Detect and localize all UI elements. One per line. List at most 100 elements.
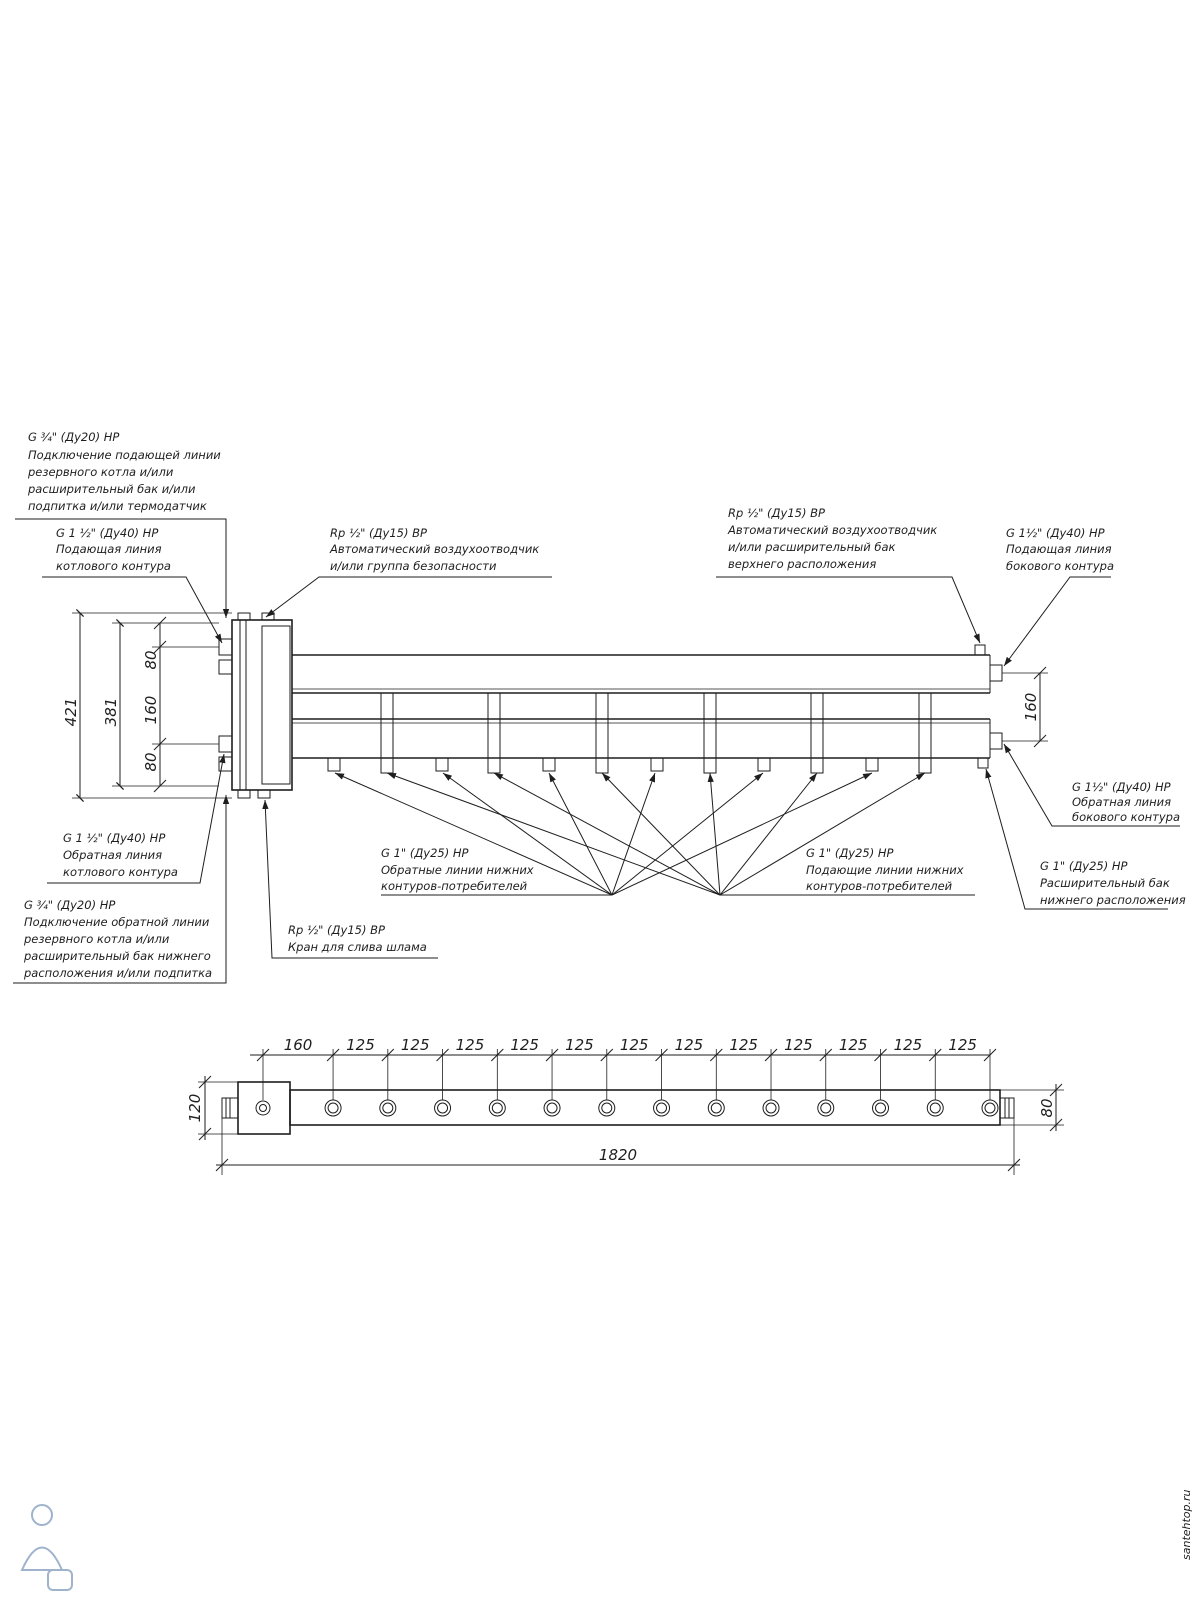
callout-line: и/или группа безопасности xyxy=(330,559,497,573)
dim-spacing-label: 125 xyxy=(565,1036,594,1054)
callout-side-return: G 1½" (Ду40) НР Обратная линия бокового … xyxy=(1072,780,1180,824)
callout-boiler-return: G 1 ½" (Ду40) НР Обратная линия котловог… xyxy=(63,831,178,879)
callout-line: нижнего расположения xyxy=(1040,893,1186,907)
dim-spacing-label: 125 xyxy=(948,1036,977,1054)
outlet-circle xyxy=(598,1099,616,1117)
dim-spacing-label: 125 xyxy=(620,1036,649,1054)
callout-line: Rp ½" (Ду15) ВР xyxy=(728,506,825,520)
dim-spacing-label: 125 xyxy=(456,1036,485,1054)
callout-line: Автоматический воздухоотводчик xyxy=(727,523,937,537)
outlet-circle xyxy=(926,1099,944,1117)
expansion-bottom-fitting xyxy=(977,757,989,769)
callout-line: расположения и/или подпитка xyxy=(23,966,212,980)
callout-line: бокового контура xyxy=(1006,559,1114,573)
outlet-circle xyxy=(762,1099,780,1117)
side-supply-nozzle xyxy=(989,664,1003,682)
dim-spacing-label: 125 xyxy=(729,1036,758,1054)
callout-line: Rp ½" (Ду15) ВР xyxy=(330,526,427,540)
callout-drain: Rp ½" (Ду15) ВР Кран для слива шлама xyxy=(288,923,427,954)
callout-consumer-returns: G 1" (Ду25) НР Обратные линии нижних кон… xyxy=(381,846,534,893)
dim-tick xyxy=(819,1048,833,1062)
callout-line: бокового контура xyxy=(1072,810,1180,824)
dim-spacing-label: 125 xyxy=(784,1036,813,1054)
callout-line: Автоматический воздухоотводчик xyxy=(329,542,539,556)
outlet-circle xyxy=(817,1099,835,1117)
callout-line: G 1" (Ду25) НР xyxy=(381,846,469,860)
dim-tick xyxy=(874,1048,887,1062)
callout-boiler-supply: G 1 ½" (Ду40) НР Подающая линия котловог… xyxy=(56,526,171,573)
callout-expansion-bottom: G 1" (Ду25) НР Расширительный бак нижнег… xyxy=(1040,859,1186,907)
dim-pipe-spacing: 160 xyxy=(142,696,160,725)
dim-tick xyxy=(326,1048,340,1062)
callout-line: Обратные линии нижних xyxy=(381,863,534,877)
outlet-circle xyxy=(872,1099,890,1117)
watermark-logo xyxy=(20,1504,73,1591)
callout-line: G 1½" (Ду40) НР xyxy=(1072,780,1171,794)
outlet-circle xyxy=(379,1099,397,1117)
callout-consumer-supplies: G 1" (Ду25) НР Подающие линии нижних кон… xyxy=(806,846,964,893)
callout-line: контуров-потребителей xyxy=(806,879,953,893)
front-view xyxy=(72,608,1048,803)
outlet-circle xyxy=(434,1099,452,1117)
callout-line: Расширительный бак xyxy=(1040,876,1170,890)
callout-line: и/или расширительный бак xyxy=(728,540,896,554)
callout-bottom-left-aux-return: G ¾" (Ду20) НР Подключение обратной лини… xyxy=(23,898,212,980)
dim-spacing-label: 125 xyxy=(894,1036,923,1054)
dim-overall-length: 1820 xyxy=(599,1146,637,1164)
callout-line: G ¾" (Ду20) НР xyxy=(28,430,119,444)
dim-inner-height: 381 xyxy=(102,698,120,727)
top-spacing-labels: 125 125 125 125 125 125 125 125 125 125 125 125 xyxy=(346,1036,977,1054)
callout-air-vent-right: Rp ½" (Ду15) ВР Автоматический воздухоот… xyxy=(727,506,937,571)
callout-line: расширительный бак нижнего xyxy=(23,949,211,963)
dim-spacing-label: 125 xyxy=(675,1036,704,1054)
callout-line: Кран для слива шлама xyxy=(288,940,427,954)
callout-line: Подающая линия xyxy=(56,542,162,556)
dim-tick xyxy=(600,1048,614,1062)
dim-left-width: 120 xyxy=(186,1094,204,1123)
callout-line: G 1" (Ду25) НР xyxy=(806,846,894,860)
dim-lower-offset: 80 xyxy=(142,752,160,771)
outlet-circle xyxy=(707,1099,725,1117)
callout-line: подпитка и/или термодатчик xyxy=(28,499,207,513)
leader-lines xyxy=(13,518,1180,984)
outlet-circle xyxy=(488,1099,506,1117)
callout-line: Подающие линии нижних xyxy=(806,863,964,877)
callout-line: G 1½" (Ду40) НР xyxy=(1006,526,1105,540)
outlet-circle xyxy=(543,1099,561,1117)
dim-first-spacing: 160 xyxy=(284,1036,313,1054)
outlet-circle xyxy=(981,1099,999,1117)
callout-line: Обратная линия xyxy=(1072,795,1171,809)
outlet-circle xyxy=(324,1099,342,1117)
top-separator-block xyxy=(237,1081,291,1135)
dim-right-pipe-spacing: 160 xyxy=(1022,693,1040,722)
callout-top-left-aux-supply: G ¾" (Ду20) НР Подключение подающей лини… xyxy=(27,430,221,513)
dim-spacing-label: 125 xyxy=(346,1036,375,1054)
boiler-return-nozzle xyxy=(218,735,233,753)
callout-line: резервного котла и/или xyxy=(23,932,170,946)
top-outlets xyxy=(324,1099,999,1117)
callout-air-vent-left: Rp ½" (Ду15) ВР Автоматический воздухоот… xyxy=(329,526,539,573)
dim-overall-height: 421 xyxy=(62,698,80,727)
dim-tick xyxy=(381,1048,395,1062)
callout-line: Подающая линия xyxy=(1006,542,1112,556)
callout-line: Подключение обратной линии xyxy=(24,915,210,929)
dim-spacing-label: 125 xyxy=(401,1036,430,1054)
callout-line: Обратная линия xyxy=(63,848,162,862)
dim-upper-offset: 80 xyxy=(142,650,160,669)
callout-line: котлового контура xyxy=(63,865,178,879)
dim-tick xyxy=(490,1048,504,1062)
dim-spacing-label: 125 xyxy=(510,1036,539,1054)
outlet-circle xyxy=(653,1099,671,1117)
dim-tick xyxy=(764,1048,778,1062)
dim-tick xyxy=(709,1048,723,1062)
callout-line: расширительный бак и/или xyxy=(27,482,196,496)
dim-spacing-label: 125 xyxy=(839,1036,868,1054)
callout-line: Подключение подающей линии xyxy=(28,448,221,462)
callout-line: котлового контура xyxy=(56,559,171,573)
top-view xyxy=(198,1048,1064,1175)
callout-line: контуров-потребителей xyxy=(381,879,528,893)
callout-line: G 1" (Ду25) НР xyxy=(1040,859,1128,873)
callout-line: G ¾" (Ду20) НР xyxy=(24,898,115,912)
dim-tick xyxy=(256,1048,270,1062)
